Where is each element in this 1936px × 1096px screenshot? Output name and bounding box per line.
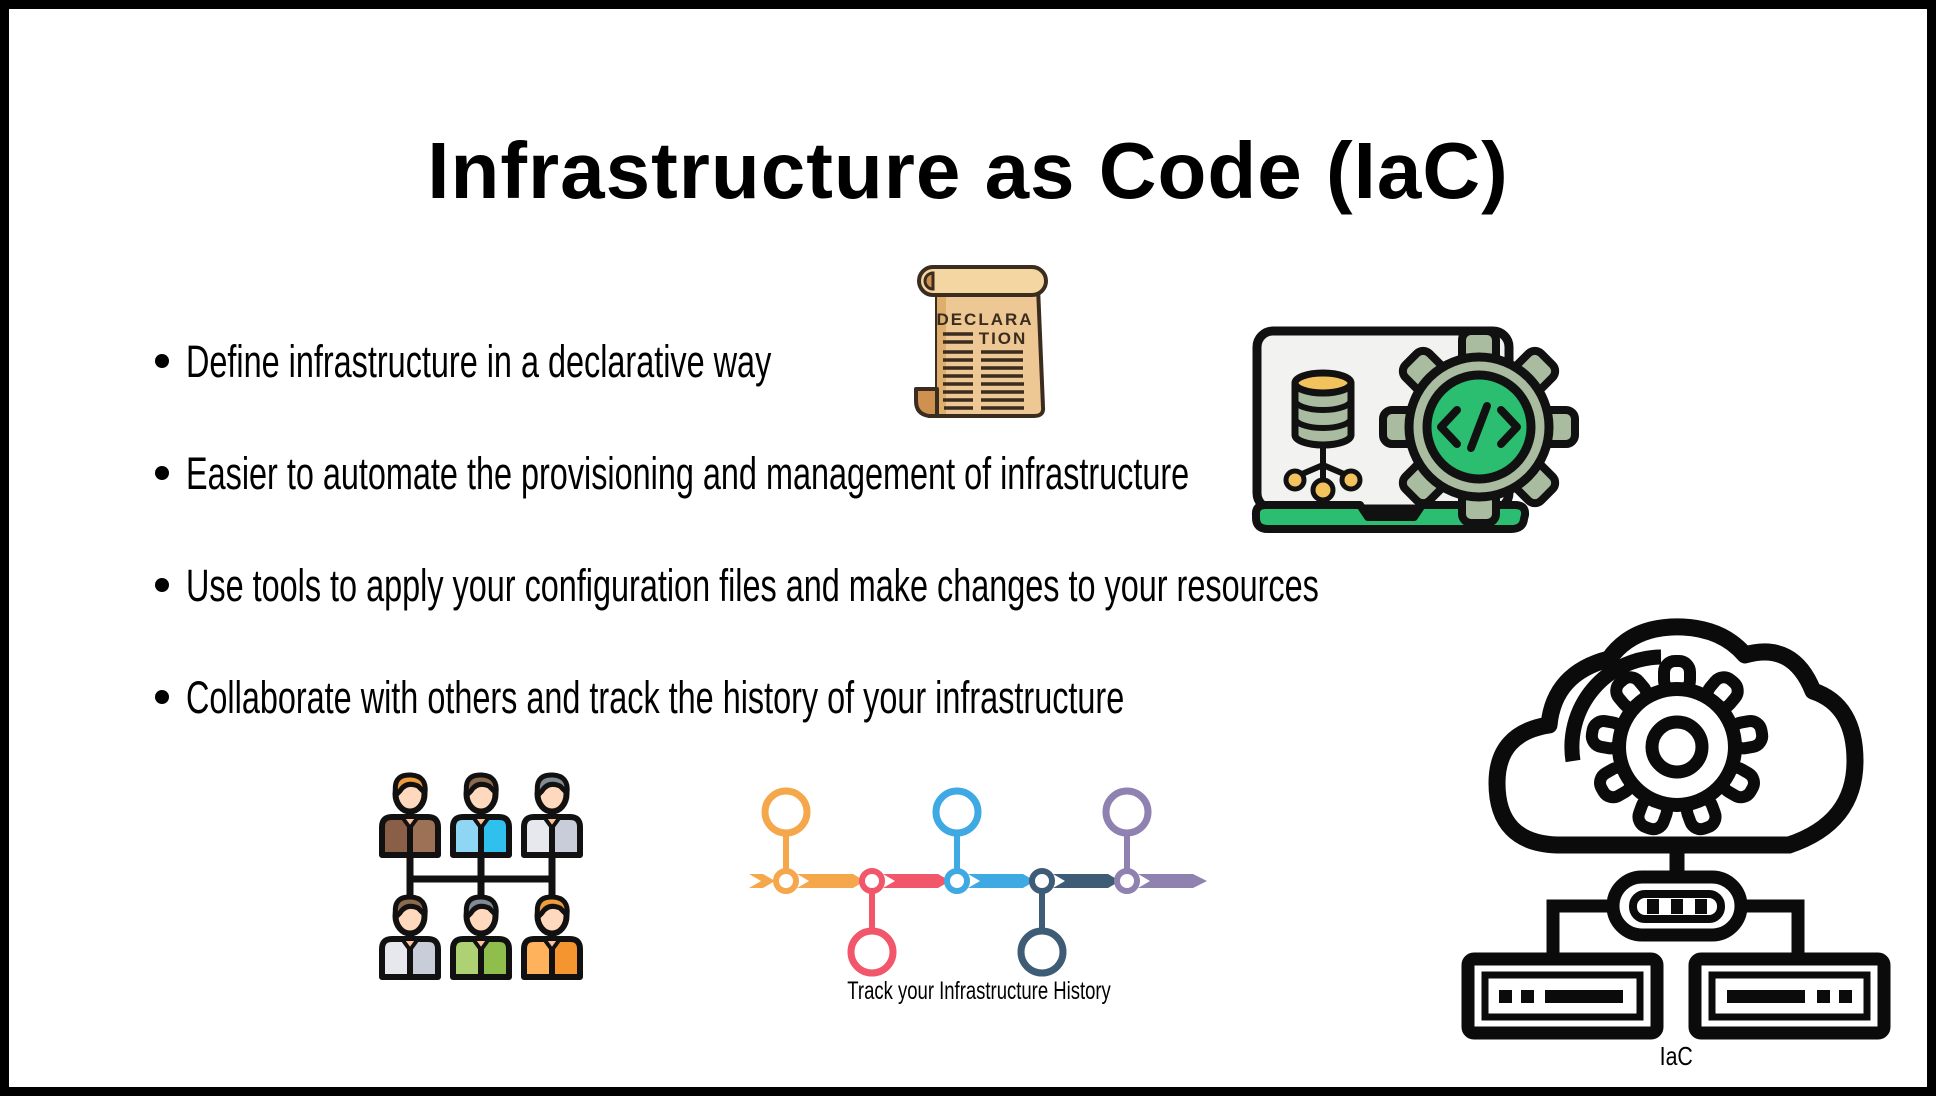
person bbox=[379, 772, 441, 858]
bullet-item-3: Use tools to apply your configuration fi… bbox=[155, 560, 1759, 612]
iac-label: IaC bbox=[1659, 1041, 1693, 1071]
code-glyph bbox=[1437, 402, 1521, 452]
server-left bbox=[1461, 952, 1664, 1040]
cloud-gear-icon bbox=[1585, 655, 1769, 836]
timeline-caption: Track your Infrastructure History bbox=[847, 977, 1111, 1005]
bullet-dot bbox=[155, 354, 169, 368]
timeline-nodes bbox=[773, 868, 1140, 894]
branch-right bbox=[1741, 899, 1805, 959]
network-hub bbox=[1606, 870, 1748, 942]
bullet-text-3: Use tools to apply your configuration fi… bbox=[186, 560, 1319, 611]
bullet-text-4: Collaborate with others and track the hi… bbox=[186, 672, 1125, 723]
scroll-label-line1: DECLARA bbox=[936, 310, 1033, 329]
laptop-base bbox=[1251, 501, 1530, 533]
bullet-text-2: Easier to automate the provisioning and … bbox=[186, 448, 1190, 499]
person bbox=[379, 894, 441, 980]
history-timeline-icon bbox=[749, 787, 1207, 977]
team-org-chart-icon bbox=[379, 772, 583, 980]
bullet-item-1: Define infrastructure in a declarative w… bbox=[155, 336, 999, 388]
server-right bbox=[1688, 952, 1891, 1040]
person bbox=[521, 894, 583, 980]
person bbox=[450, 772, 512, 858]
database-icon bbox=[1291, 369, 1355, 449]
org-connector bbox=[406, 856, 556, 897]
bullet-dot bbox=[155, 690, 169, 704]
bullet-dot bbox=[155, 578, 169, 592]
timeline-milestone-circles bbox=[761, 787, 1152, 977]
scroll-label-line2: TION bbox=[979, 329, 1028, 348]
scroll-text-lines bbox=[943, 332, 1024, 410]
laptop-code-gear-icon bbox=[1251, 326, 1579, 533]
timeline-segments bbox=[749, 874, 1207, 888]
page-title: Infrastructure as Code (IaC) bbox=[427, 125, 1509, 215]
branch-left bbox=[1546, 899, 1613, 959]
bullet-dot bbox=[155, 466, 169, 480]
declaration-scroll-icon: DECLARA TION bbox=[914, 265, 1048, 418]
person bbox=[450, 894, 512, 980]
code-gear-icon bbox=[1379, 327, 1579, 527]
person bbox=[521, 772, 583, 858]
database-tree bbox=[1283, 369, 1363, 503]
bullet-text-1: Define infrastructure in a declarative w… bbox=[186, 336, 772, 387]
iac-cloud-servers-icon bbox=[1461, 618, 1891, 1040]
bullet-item-4: Collaborate with others and track the hi… bbox=[155, 672, 1489, 724]
bullet-item-2: Easier to automate the provisioning and … bbox=[155, 448, 1579, 500]
cloud-inner-arc bbox=[1564, 649, 1662, 763]
